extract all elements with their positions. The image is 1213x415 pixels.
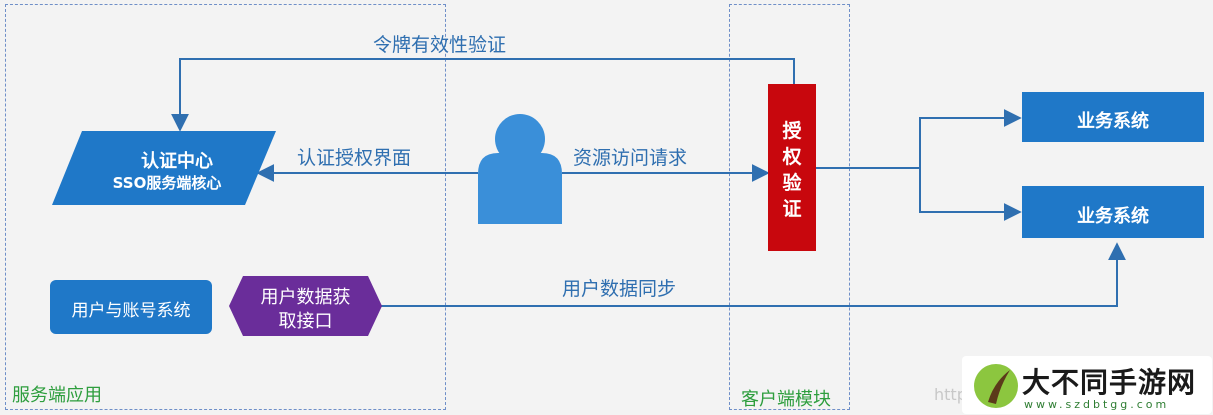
auth-verify-char-4: 证 bbox=[782, 198, 802, 220]
auth-verify-char-2: 权 bbox=[782, 146, 802, 168]
business-system-1-label: 业务系统 bbox=[1077, 111, 1149, 132]
watermark-logo: 大不同手游网 www.szdbtgg.com bbox=[962, 356, 1212, 414]
resource-request-label: 资源访问请求 bbox=[573, 147, 688, 169]
auth-verify-char-1: 授 bbox=[782, 120, 802, 142]
watermark-brand: 大不同手游网 bbox=[1022, 366, 1197, 399]
token-validate-label: 令牌有效性验证 bbox=[373, 34, 507, 56]
token-validate-connector bbox=[171, 58, 795, 132]
auth-verify-char-3: 验 bbox=[782, 172, 802, 194]
user-data-sync-label: 用户数据同步 bbox=[562, 278, 677, 300]
user-data-sync-connector bbox=[380, 242, 1126, 307]
auth-verify-shape bbox=[768, 84, 816, 251]
user-data-api-line2: 取接口 bbox=[278, 311, 333, 332]
watermark-partial-url: http bbox=[934, 385, 967, 404]
client-zone bbox=[729, 4, 850, 410]
user-data-api-line1: 用户数据获 bbox=[260, 287, 351, 308]
user-data-api-shape bbox=[229, 276, 382, 336]
branch-connector bbox=[816, 109, 1022, 169]
auth-center-title: 认证中心 bbox=[141, 151, 213, 172]
server-zone bbox=[5, 4, 446, 410]
auth-center-subtitle: SSO服务端核心 bbox=[112, 174, 222, 192]
business-system-2-shape bbox=[1022, 186, 1204, 238]
business-system-1-shape bbox=[1022, 92, 1204, 142]
watermark-url: www.szdbtgg.com bbox=[1024, 398, 1170, 411]
client-zone-label: 客户端模块 bbox=[741, 389, 831, 410]
branch-connector-2 bbox=[919, 168, 1022, 221]
user-account-label: 用户与账号系统 bbox=[71, 301, 191, 321]
business-system-2-label: 业务系统 bbox=[1077, 206, 1149, 227]
leaf-logo-icon bbox=[974, 364, 1018, 408]
auth-ui-label: 认证授权界面 bbox=[297, 147, 412, 169]
user-person-icon bbox=[478, 114, 562, 224]
user-account-shape bbox=[50, 280, 212, 334]
auth-center-shape bbox=[52, 131, 276, 205]
server-zone-label: 服务端应用 bbox=[12, 385, 102, 406]
